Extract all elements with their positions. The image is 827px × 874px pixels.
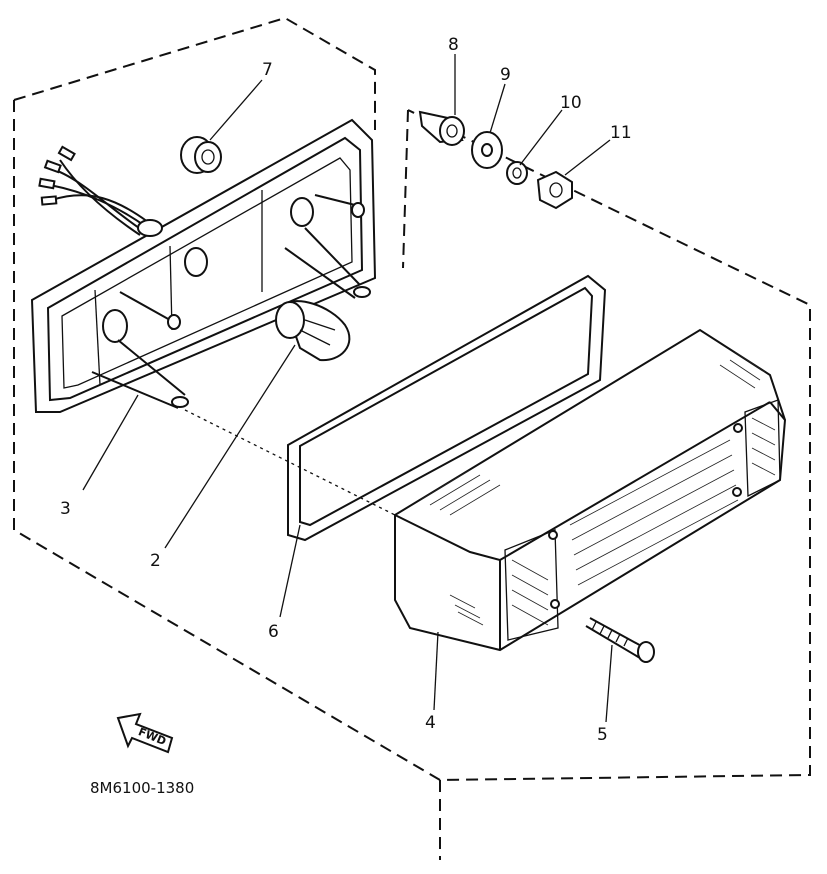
callout-10: 10	[560, 93, 582, 113]
grommet	[180, 136, 222, 174]
callout-6: 6	[268, 622, 279, 642]
gasket	[287, 274, 607, 542]
callout-5: 5	[597, 725, 608, 745]
washer	[471, 131, 503, 169]
lens-body	[394, 328, 787, 652]
screw	[585, 617, 655, 663]
callout-3: 3	[60, 499, 71, 519]
fwd-arrow-icon: FWD	[116, 712, 174, 754]
callout-7: 7	[262, 60, 273, 80]
diagram-part-number: 8M6100-1380	[90, 779, 194, 797]
callout-9: 9	[500, 65, 511, 85]
bulb	[275, 300, 351, 362]
stud-collar	[418, 110, 465, 146]
assembly-boundary	[13, 16, 811, 860]
callout-11: 11	[610, 123, 632, 143]
lock-washer	[506, 161, 528, 185]
leader-lines	[82, 54, 613, 723]
callout-2: 2	[150, 551, 161, 571]
lamp-housing	[30, 118, 377, 413]
callout-8: 8	[448, 35, 459, 55]
wire-harness	[38, 145, 163, 237]
callout-4: 4	[425, 713, 436, 733]
nut	[536, 170, 573, 210]
